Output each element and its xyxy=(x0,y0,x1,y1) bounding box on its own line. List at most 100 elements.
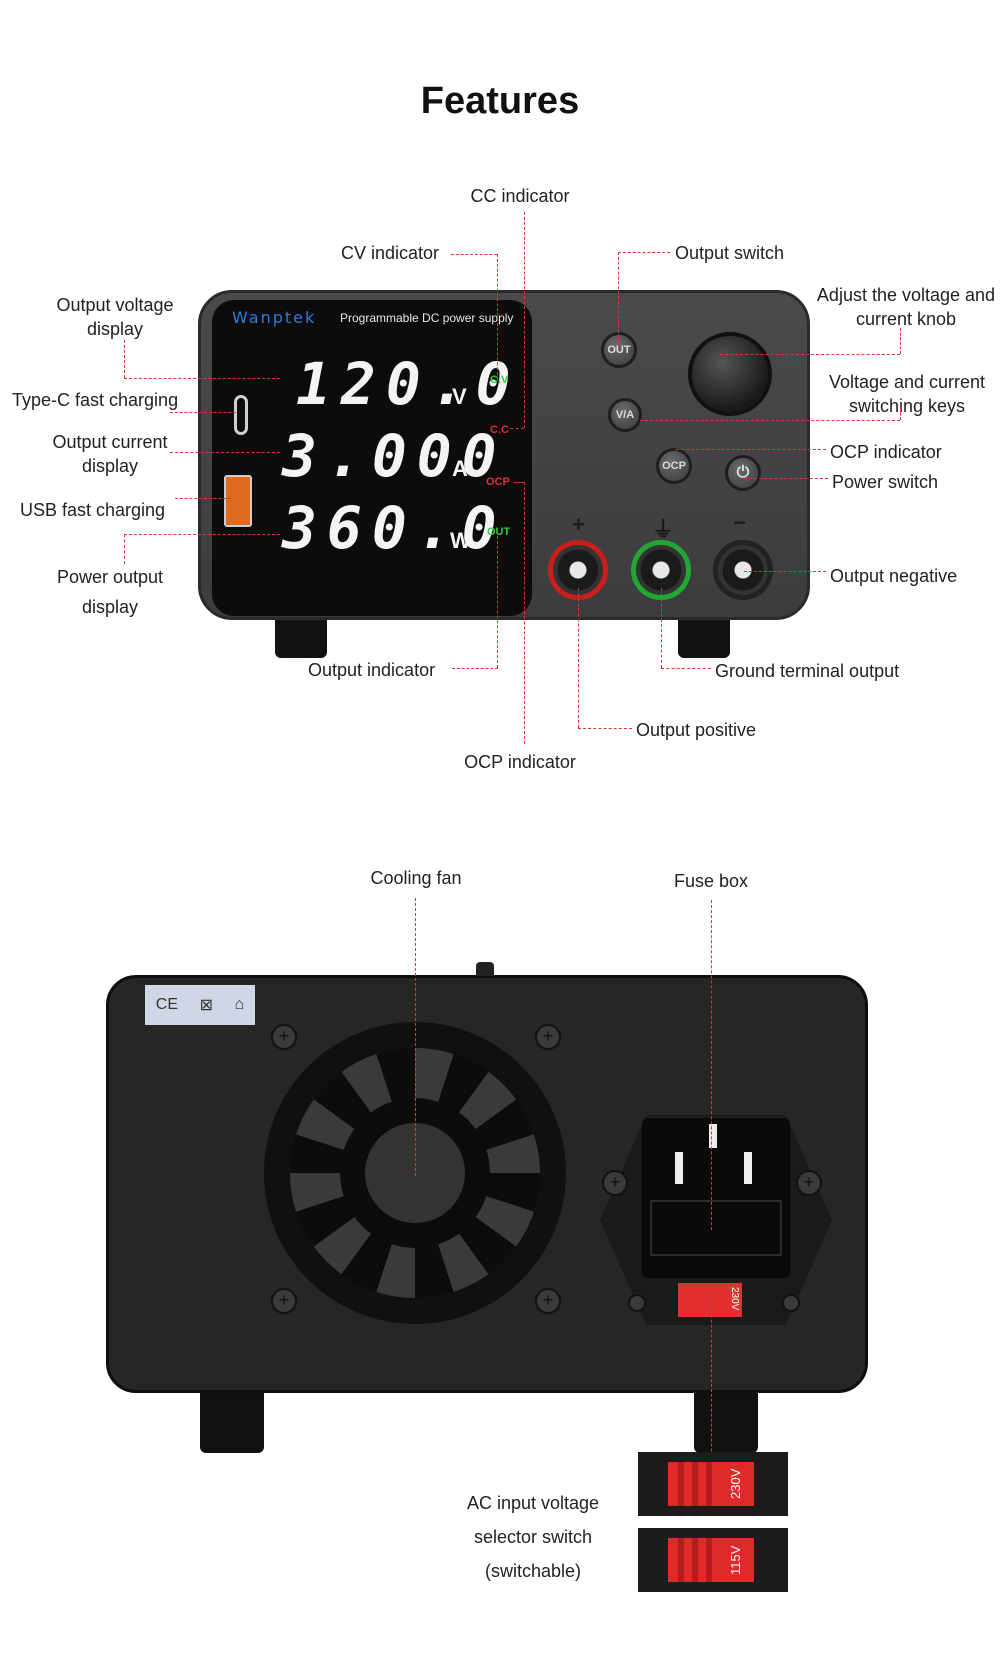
inlet-screw-left: + xyxy=(602,1170,628,1196)
device-subtitle: Programmable DC power supply xyxy=(340,311,514,325)
selector-detail-230v: 230V xyxy=(638,1452,788,1516)
callout-power-switch: Power switch xyxy=(832,472,939,492)
leader-cv-h xyxy=(451,254,497,255)
cc-indicator: C.C xyxy=(490,424,509,436)
leader-vdisp-v xyxy=(124,340,125,378)
leader-pdisp-h xyxy=(124,534,280,535)
va-button[interactable]: V/A xyxy=(608,398,642,432)
out-button[interactable]: OUT xyxy=(601,332,637,368)
power-unit: W xyxy=(450,528,471,553)
selector-rib xyxy=(706,1462,712,1506)
leader-cv-v xyxy=(497,254,498,380)
callout-power-output-display: Power output display xyxy=(56,567,164,617)
leader-fuse xyxy=(711,900,712,1230)
callout-va-keys: Voltage and current switching keys xyxy=(828,372,986,416)
front-foot-right xyxy=(678,620,730,658)
negative-terminal[interactable] xyxy=(713,540,773,600)
weee-icon: ⊠ xyxy=(199,997,213,1014)
leader-cc xyxy=(524,212,525,428)
selector-rib xyxy=(692,1538,698,1582)
callout-output-current-display: Output current display xyxy=(52,432,168,476)
type-c-port xyxy=(234,395,248,435)
leader-knob-h xyxy=(720,354,900,355)
positive-sign: + xyxy=(572,512,585,537)
selector-slider-115v: 115V xyxy=(668,1538,754,1582)
current-unit: A xyxy=(452,456,468,481)
fan-screw-bl: + xyxy=(271,1288,297,1314)
cv-indicator: C.V xyxy=(490,374,509,386)
leader-gnd-h xyxy=(661,668,711,669)
voltage-unit: V xyxy=(452,384,467,409)
switch-screw-left xyxy=(628,1294,646,1312)
leader-ocp-bottom-h xyxy=(514,482,524,483)
leader-outsw-h xyxy=(618,252,670,253)
fan-screw-tr: + xyxy=(535,1024,561,1050)
callout-ground-terminal: Ground terminal output xyxy=(715,661,900,681)
leader-gnd-v xyxy=(661,588,662,668)
rear-foot-left xyxy=(200,1393,264,1453)
rear-foot-right xyxy=(694,1393,758,1453)
leader-selector xyxy=(711,1290,712,1486)
callout-adjust-knob: Adjust the voltage and current knob xyxy=(816,285,996,329)
inlet-pin-earth xyxy=(709,1124,717,1148)
page-title: Features xyxy=(420,80,580,122)
front-foot-left xyxy=(275,620,327,658)
leader-pos-h xyxy=(578,728,632,729)
certification-label: CE ⊠ ⌂ xyxy=(145,985,255,1025)
display-panel xyxy=(212,300,532,616)
selector-rib xyxy=(706,1538,712,1582)
selector-rib xyxy=(692,1462,698,1506)
fuse-box[interactable] xyxy=(650,1200,782,1256)
voltage-readout: 120.0 xyxy=(296,350,521,418)
leader-outsw-v xyxy=(618,252,619,348)
leader-idisp-h xyxy=(170,452,280,453)
leader-va-v xyxy=(900,404,901,420)
ground-terminal[interactable] xyxy=(631,540,691,600)
ground-sign: ⏚ xyxy=(652,517,675,542)
voltage-selector-label: 230V xyxy=(729,1287,740,1311)
leader-knob-v xyxy=(900,328,901,354)
callout-output-voltage-display: Output voltage display xyxy=(56,295,174,339)
leader-outind-v xyxy=(497,536,498,668)
leader-ocp-bottom-v xyxy=(524,482,525,744)
callout-ac-selector: AC input voltage selector switch (switch… xyxy=(466,1493,600,1581)
leader-outind-h xyxy=(452,668,498,669)
out-indicator: OUT xyxy=(487,526,511,538)
callout-ocp-indicator-bottom: OCP indicator xyxy=(464,752,576,772)
current-readout: 3.000 xyxy=(282,422,507,490)
leader-vdisp-h xyxy=(124,378,280,379)
selector-rib xyxy=(678,1538,684,1582)
leader-neg-h xyxy=(744,571,826,572)
adjust-knob[interactable] xyxy=(688,332,772,416)
selector-label-115v: 115V xyxy=(728,1545,743,1575)
leader-power-h xyxy=(744,478,828,479)
callout-type-c: Type-C fast charging xyxy=(12,390,179,410)
callout-output-negative: Output negative xyxy=(830,566,958,586)
callout-ocp-indicator-right: OCP indicator xyxy=(830,442,942,462)
fan-screw-tl: + xyxy=(271,1024,297,1050)
callout-output-positive: Output positive xyxy=(636,720,757,740)
indoor-use-icon: ⌂ xyxy=(234,996,245,1013)
leader-pos-v xyxy=(578,588,579,728)
selector-label-230v: 230V xyxy=(728,1468,743,1500)
fan-screw-br: + xyxy=(535,1288,561,1314)
callout-usb-fast-charging: USB fast charging xyxy=(20,500,166,520)
callout-output-indicator: Output indicator xyxy=(308,660,436,680)
inlet-screw-right: + xyxy=(796,1170,822,1196)
callout-output-switch: Output switch xyxy=(675,243,785,263)
negative-sign: − xyxy=(733,510,746,535)
inlet-pin-left xyxy=(675,1152,683,1184)
ocp-button[interactable]: OCP xyxy=(656,448,692,484)
selector-rib xyxy=(678,1462,684,1506)
power-readout: 360.0 xyxy=(282,494,507,562)
brand-logo: Wanptek xyxy=(232,308,317,327)
leader-cc-h xyxy=(510,428,524,429)
leader-fan xyxy=(415,898,416,1176)
voltage-selector-switch[interactable]: 230V xyxy=(678,1283,742,1317)
switch-screw-right xyxy=(782,1294,800,1312)
rear-top-knob xyxy=(476,962,494,976)
leader-va-h xyxy=(640,420,900,421)
leader-typec-h xyxy=(170,412,236,413)
power-button[interactable]: ⏻ xyxy=(725,455,761,491)
leader-usb-h xyxy=(175,498,231,499)
